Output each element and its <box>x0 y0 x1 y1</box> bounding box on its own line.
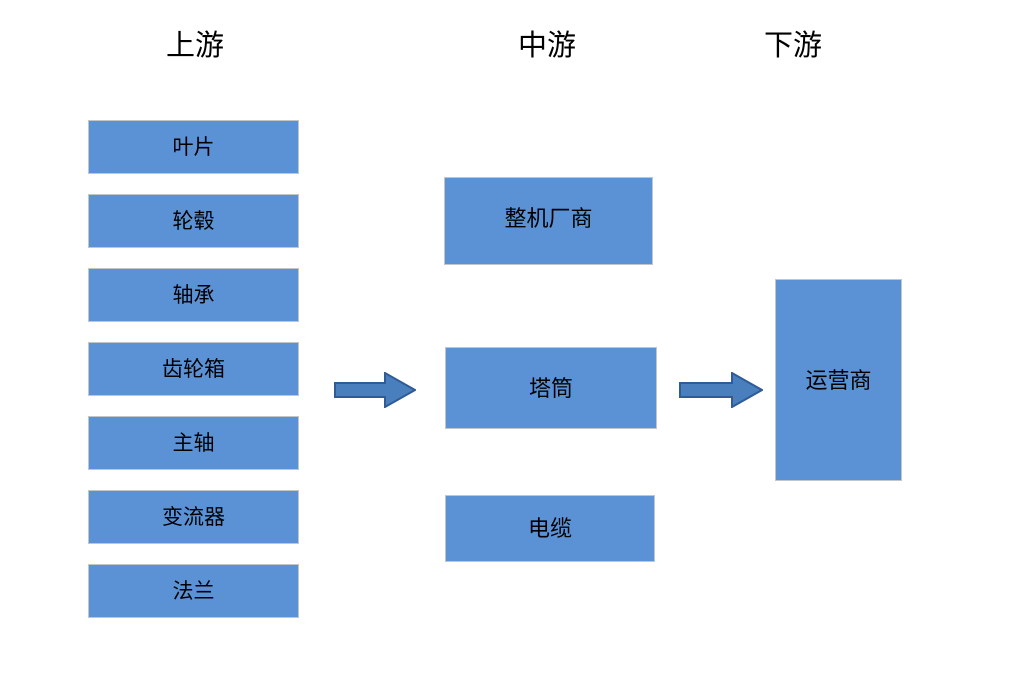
node-box-flange[interactable]: 法兰 <box>88 564 299 618</box>
node-label-flange: 法兰 <box>172 578 215 603</box>
node-label-blade: 叶片 <box>172 134 215 159</box>
node-box-tower[interactable]: 塔筒 <box>445 347 657 429</box>
node-box-mainshaft[interactable]: 主轴 <box>88 416 299 470</box>
node-label-operator: 运营商 <box>805 367 872 393</box>
node-label-converter: 变流器 <box>162 504 225 529</box>
node-box-bearing[interactable]: 轴承 <box>88 268 299 322</box>
node-label-tower: 塔筒 <box>528 375 573 401</box>
node-box-oem[interactable]: 整机厂商 <box>444 177 653 265</box>
arrow-upstream-to-midstream <box>334 372 416 408</box>
arrow-midstream-to-downstream <box>679 372 763 408</box>
node-label-mainshaft: 主轴 <box>172 430 215 455</box>
column-header-midstream: 中游 <box>517 30 576 62</box>
right-block-arrow-icon <box>679 372 763 408</box>
column-header-upstream: 上游 <box>165 30 224 62</box>
node-box-cable[interactable]: 电缆 <box>445 495 655 562</box>
node-label-hub: 轮毂 <box>172 208 215 233</box>
node-label-cable: 电缆 <box>527 516 572 541</box>
right-block-arrow-icon <box>334 372 416 408</box>
node-box-operator[interactable]: 运营商 <box>775 279 902 481</box>
column-header-downstream: 下游 <box>763 30 822 62</box>
node-box-blade[interactable]: 叶片 <box>88 120 299 174</box>
node-label-bearing: 轴承 <box>172 282 215 307</box>
node-label-oem: 整机厂商 <box>504 206 593 231</box>
node-box-gearbox[interactable]: 齿轮箱 <box>88 342 299 396</box>
node-box-converter[interactable]: 变流器 <box>88 490 299 544</box>
node-label-gearbox: 齿轮箱 <box>162 356 225 381</box>
node-box-hub[interactable]: 轮毂 <box>88 194 299 248</box>
